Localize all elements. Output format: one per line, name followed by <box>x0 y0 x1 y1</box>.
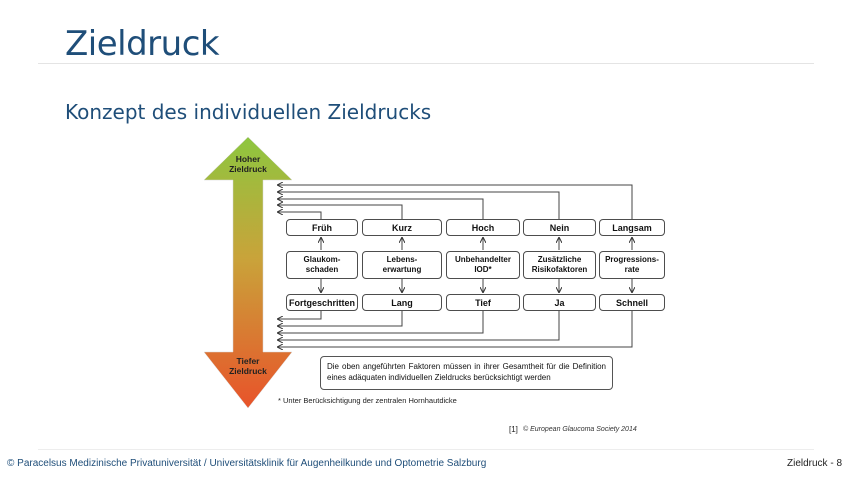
box-col5-top: Langsam <box>599 219 665 236</box>
summary-note: Die oben angeführten Faktoren müssen in … <box>320 356 613 390</box>
box-col1-top: Früh <box>286 219 358 236</box>
footer-slide-number: Zieldruck - 8 <box>786 458 842 469</box>
box-col5-bottom: Schnell <box>599 294 665 311</box>
lower-feedback-lines <box>278 311 633 347</box>
slide-subtitle: Konzept des individuellen Zieldrucks <box>65 100 432 124</box>
box-col4-bottom: Ja <box>523 294 596 311</box>
pressure-gradient-arrow <box>203 136 293 409</box>
title-divider <box>38 63 814 64</box>
footer-divider <box>38 449 814 450</box>
copyright-notice: © European Glaucoma Society 2014 <box>523 426 637 433</box>
footer-institution: © Paracelsus Medizinische Privatuniversi… <box>7 458 487 469</box>
box-col3-top: Hoch <box>446 219 520 236</box>
box-col2-bottom: Lang <box>362 294 442 311</box>
column-connectors <box>321 238 632 292</box>
box-col2-top: Kurz <box>362 219 442 236</box>
high-target-pressure-label: Hoher Zieldruck <box>229 154 267 174</box>
upper-feedback-lines <box>278 185 633 219</box>
factor-col4: Zusätzliche Risikofaktoren <box>523 251 596 279</box>
box-col1-bottom: Fortgeschritten <box>286 294 358 311</box>
factor-col3: Unbehandelter IOD* <box>446 251 520 279</box>
factor-col1: Glaukom- schaden <box>286 251 358 279</box>
slide-title: Zieldruck <box>65 24 220 64</box>
factor-col5: Progressions- rate <box>599 251 665 279</box>
box-col3-bottom: Tief <box>446 294 520 311</box>
reference-marker: [1] <box>509 425 518 434</box>
footnote: * Unter Berücksichtigung der zentralen H… <box>278 396 457 405</box>
low-target-pressure-label: Tiefer Zieldruck <box>229 356 267 376</box>
factor-col2: Lebens- erwartung <box>362 251 442 279</box>
box-col4-top: Nein <box>523 219 596 236</box>
